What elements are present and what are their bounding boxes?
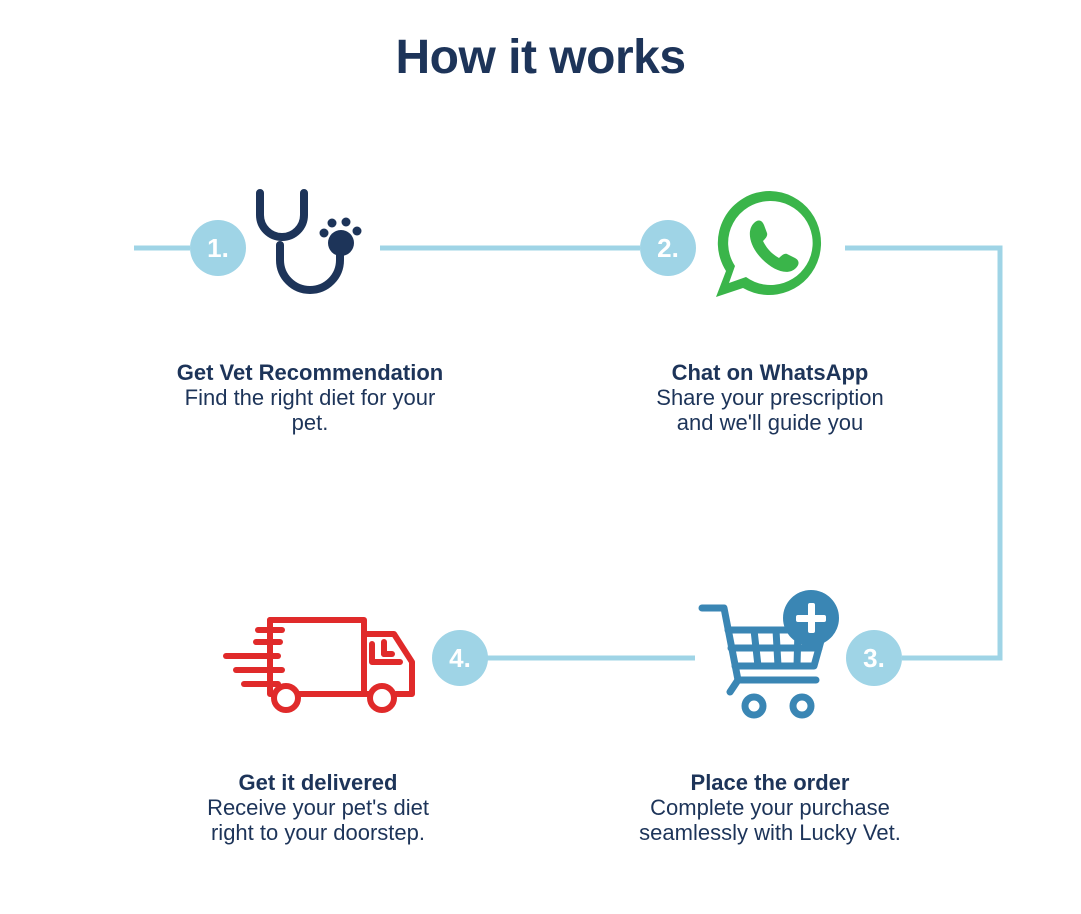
page-title: How it works: [395, 31, 686, 84]
step-2-number-badge: 2.: [640, 220, 696, 276]
step-4-title: Get it delivered: [238, 770, 398, 795]
step-3-text: Place the order Complete your purchase s…: [580, 770, 960, 845]
step-2-desc-line-1: Share your prescription: [656, 385, 884, 410]
step-2-desc-line-2: and we'll guide you: [676, 410, 864, 435]
connector-2-to-3: [845, 245, 1003, 661]
step-4-desc-line-2: right to your doorstep.: [210, 820, 425, 845]
step-1-title: Get Vet Recommendation: [176, 360, 444, 385]
step-3-desc-line-2: seamlessly with Lucky Vet.: [639, 820, 901, 845]
stethoscope-paw-icon: [256, 189, 362, 294]
step-2-text: Chat on WhatsApp Share your prescription…: [580, 360, 960, 435]
whatsapp-icon: [716, 190, 822, 297]
step-4-text: Get it delivered Receive your pet's diet…: [128, 770, 508, 845]
step-3-title: Place the order: [690, 770, 850, 795]
step-3-desc-line-1: Complete your purchase: [650, 795, 890, 820]
step-4-desc-line-1: Receive your pet's diet: [207, 795, 429, 820]
shopping-cart-plus-icon: [698, 590, 839, 719]
step-3-number-badge: 3.: [846, 630, 902, 686]
step-1-text: Get Vet Recommendation Find the right di…: [120, 360, 500, 435]
step-1-desc-line-2: pet.: [291, 410, 329, 435]
step-4-number-badge: 4.: [432, 630, 488, 686]
step-1-desc-line-1: Find the right diet for your: [184, 385, 436, 410]
step-2-title: Chat on WhatsApp: [671, 360, 869, 385]
step-1-number-badge: 1.: [190, 220, 246, 276]
delivery-truck-icon: [223, 617, 415, 713]
